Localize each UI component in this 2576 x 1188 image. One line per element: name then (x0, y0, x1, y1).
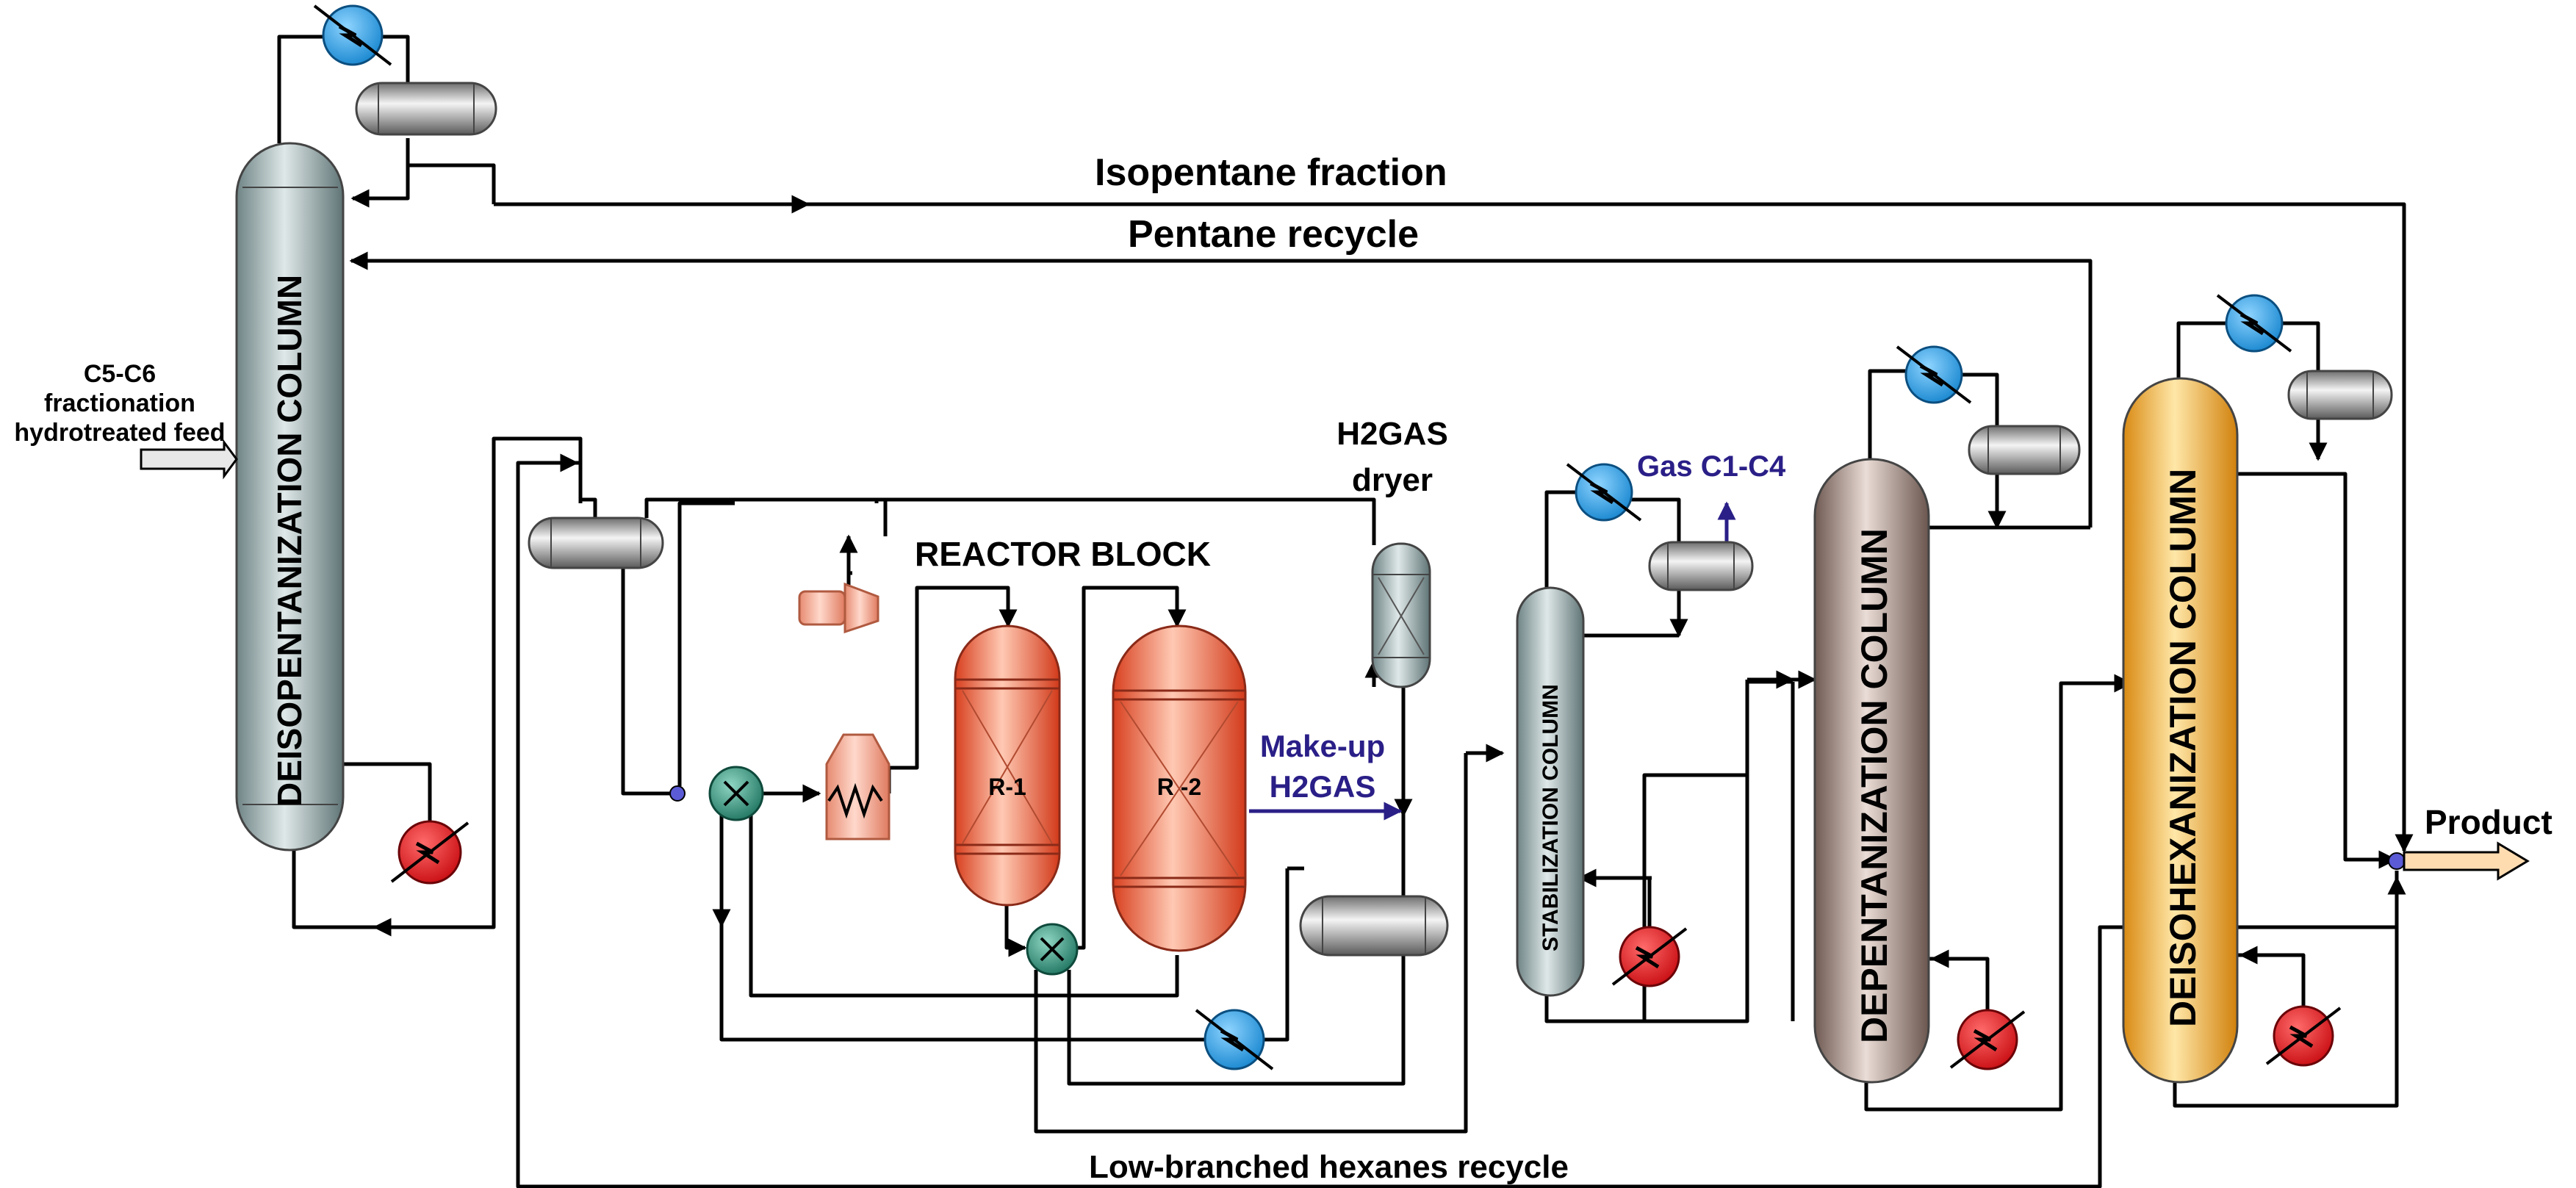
cooler-icon (1566, 463, 1642, 522)
feed-label-line1: C5-C6 (84, 360, 156, 388)
drum-deisohexanizer-reflux (2287, 370, 2393, 420)
stabilization-column-label: STABILIZATION COLUMN (1539, 684, 1563, 951)
drum-deisopentanizer-reflux (355, 82, 497, 136)
compressor (798, 582, 879, 634)
drum-hp-separator (1299, 895, 1449, 957)
h2gas-dryer-label-line2: dryer (1352, 462, 1433, 498)
cooler-icon (1195, 1009, 1274, 1070)
heat-exchanger-icon (708, 766, 764, 821)
reboiler-icon (390, 820, 469, 885)
product-label: Product (2425, 803, 2552, 841)
low-branched-hexanes-recycle-label: Low-branched hexanes recycle (1089, 1149, 1569, 1185)
drum-depentanizer-reflux (1968, 425, 2081, 475)
reactor-r2-label: R -2 (1157, 774, 1201, 800)
reactor-r1-label: R-1 (988, 774, 1026, 800)
drum-separator-1 (528, 516, 664, 569)
drum-stabilizer-reflux (1648, 541, 1754, 591)
mixing-node (669, 785, 686, 802)
makeup-h2gas-label-line1: Make-up (1260, 729, 1385, 763)
h2gas-dryer-label-line1: H2GAS (1336, 416, 1448, 452)
deisopentanization-column (235, 142, 345, 852)
reactor-r2 (1112, 624, 1247, 952)
depentanization-column-label: DEPENTANIZATION COLUMN (1854, 528, 1895, 1043)
stabilization-column (1516, 586, 1585, 997)
mixing-node (2388, 852, 2406, 870)
cooler-icon (1896, 345, 1972, 404)
deisopentanization-column-label: DEISOPENTANIZATION COLUMN (270, 275, 309, 807)
piping (277, 35, 2414, 1188)
pentane-recycle-label: Pentane recycle (1128, 213, 1419, 256)
cooler-icon (2216, 294, 2292, 353)
feed-label-line2: fractionation (44, 389, 195, 417)
h2gas-dryer (1371, 542, 1431, 688)
reboiler-icon (2265, 1005, 2342, 1067)
isopentane-fraction-label: Isopentane fraction (1095, 151, 1447, 194)
feed-label-line3: hydrotreated feed (14, 419, 225, 447)
deisohexanization-column (2122, 377, 2239, 1084)
furnace (825, 733, 891, 840)
deisohexanization-column-label: DEISOHEXANIZATION COLUMN (2162, 469, 2203, 1027)
reactor-block-label: REACTOR BLOCK (915, 535, 1211, 573)
feed-arrow-icon (140, 439, 238, 480)
reactor-r1 (954, 624, 1061, 907)
product-arrow-icon (2403, 841, 2530, 881)
makeup-h2gas-label-line2: H2GAS (1270, 769, 1376, 804)
reboiler-icon (1611, 926, 1688, 987)
reboiler-icon (1949, 1009, 2026, 1070)
gas-c1-c4-label: Gas C1-C4 (1637, 450, 1786, 483)
depentanization-column (1813, 458, 1930, 1084)
cooler-icon (313, 4, 392, 66)
heat-exchanger-icon (1026, 923, 1079, 976)
